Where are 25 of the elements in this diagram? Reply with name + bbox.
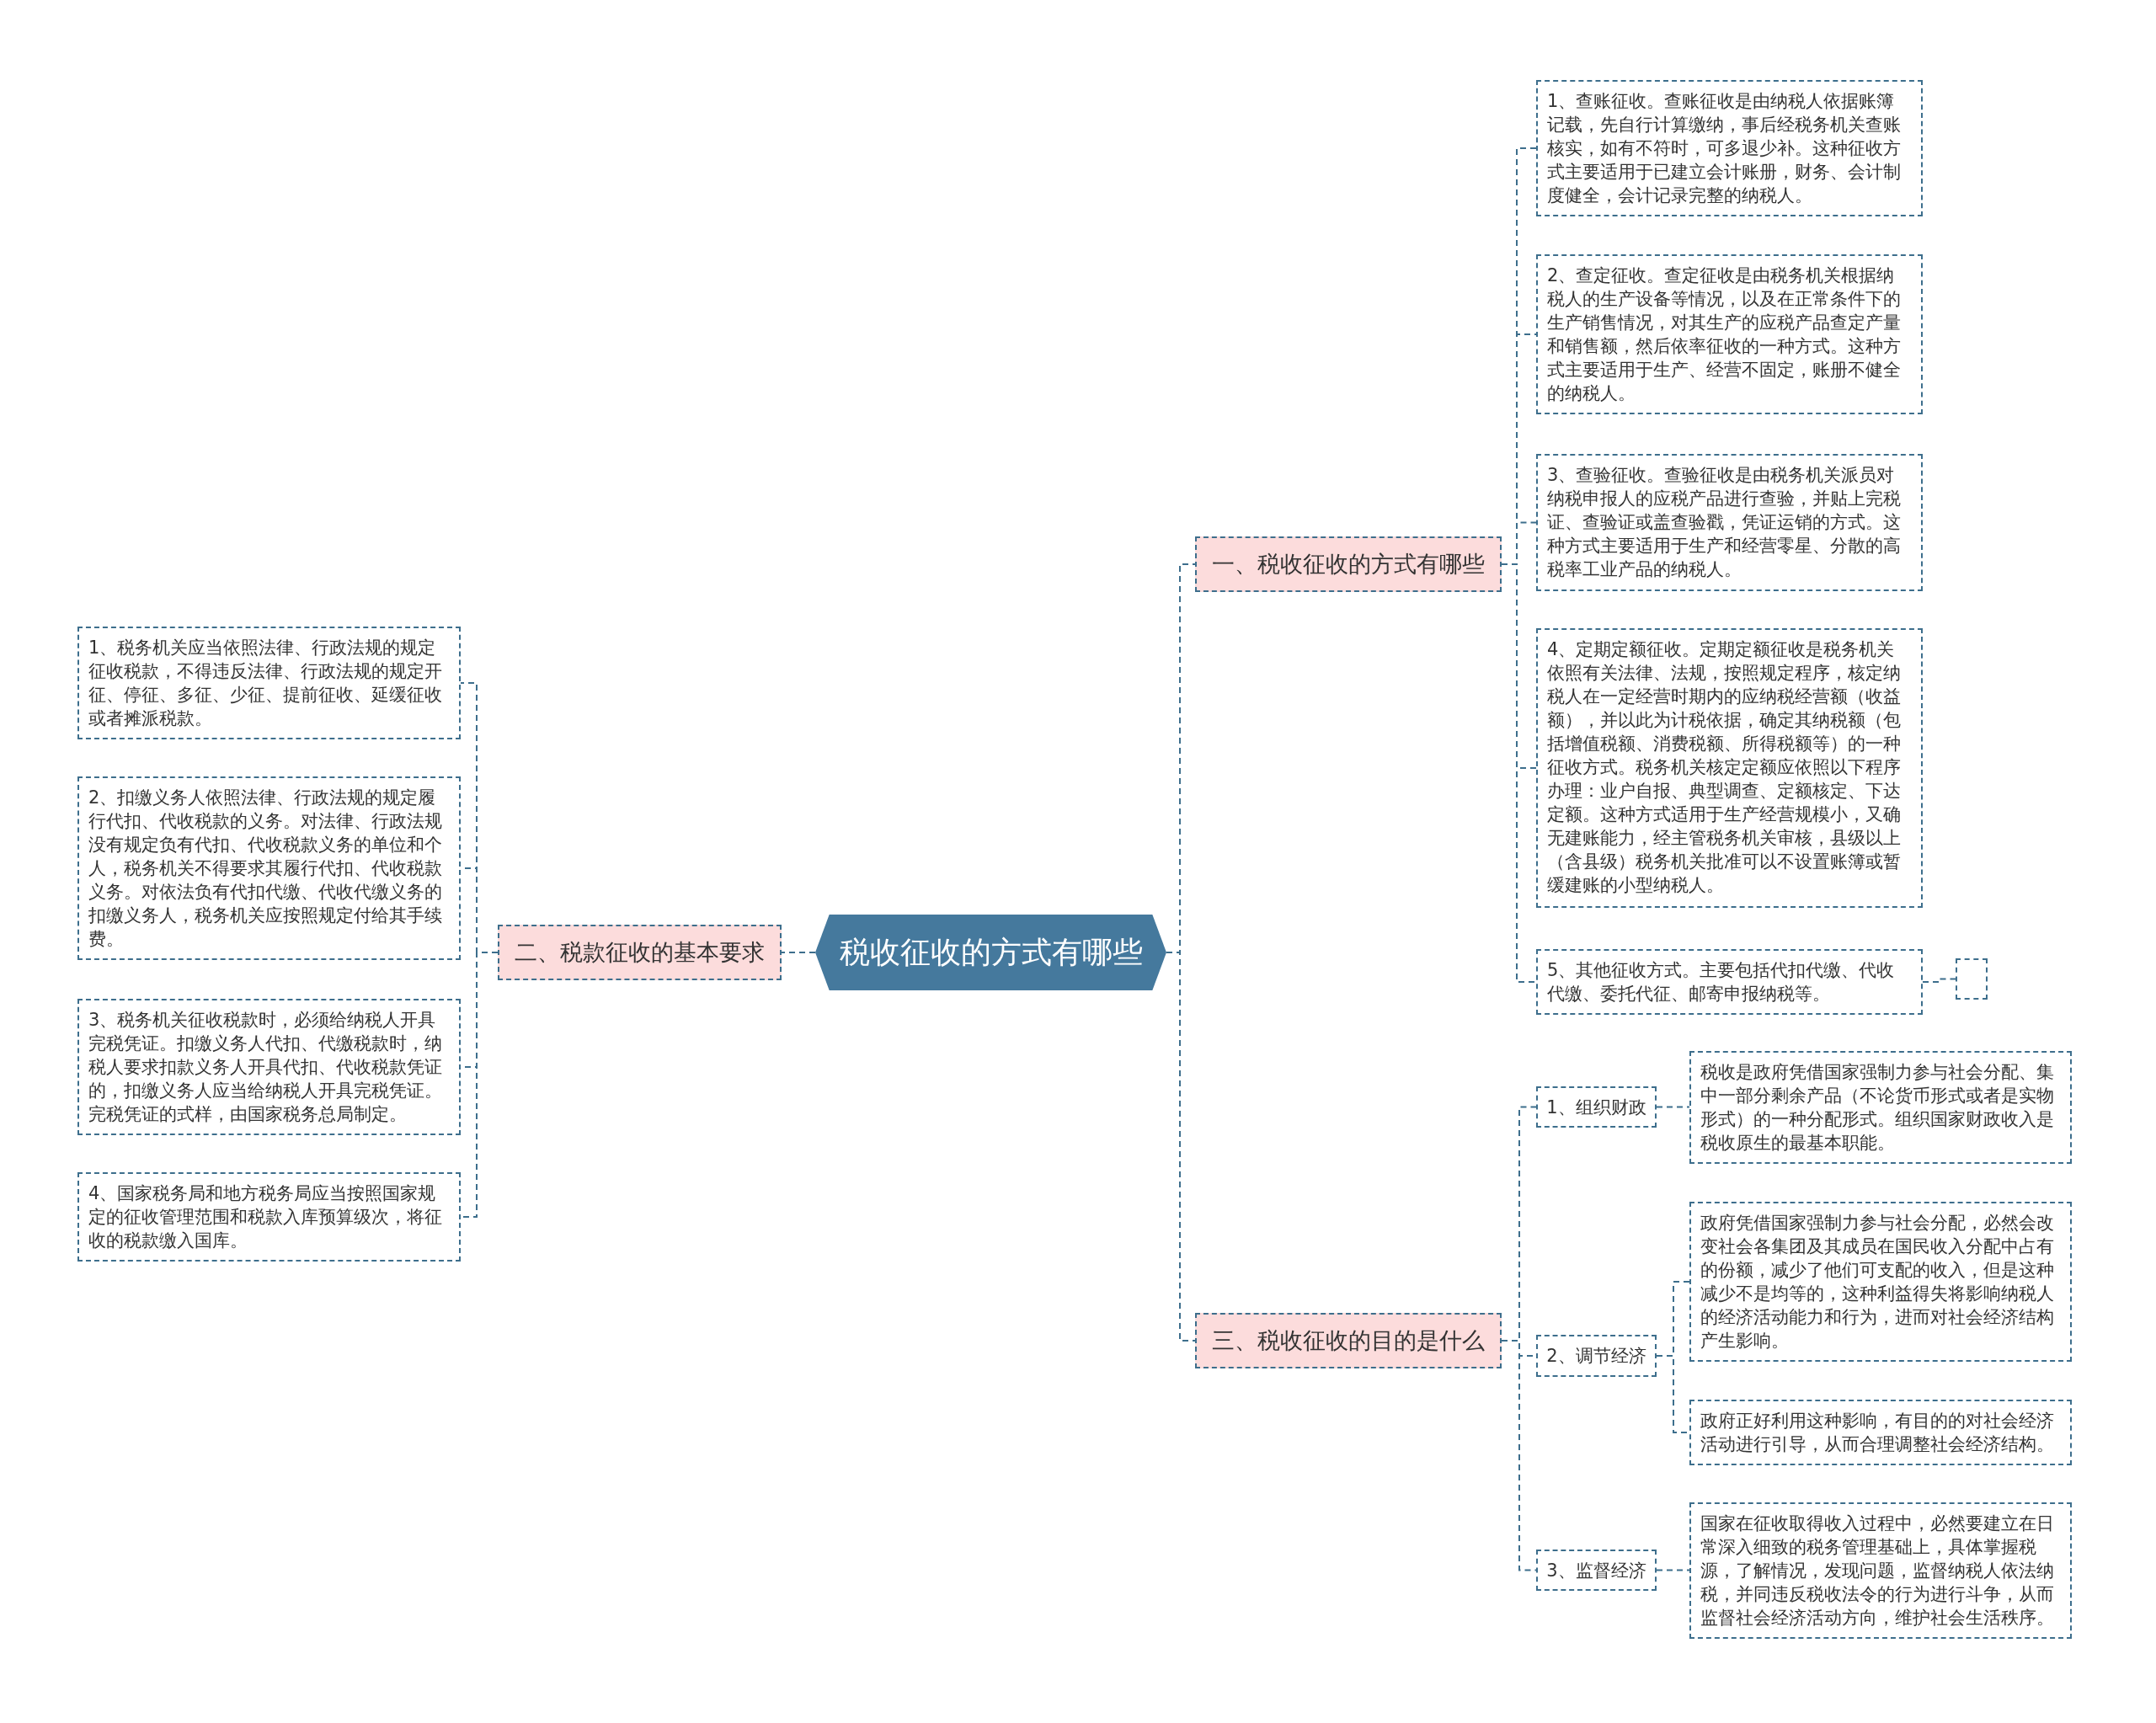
note-box: 5、其他征收方式。主要包括代扣代缴、代收代缴、委托代征、邮寄申报纳税等。 xyxy=(1536,949,1923,1015)
note-box: 1、税务机关应当依照法律、行政法规的规定征收税款，不得违反法律、行政法规的规定开征、停征、多征、少征、提前征收、延缓征收或者摊派税款。 xyxy=(77,627,461,739)
note-box: 国家在征收取得收入过程中，必然要建立在日常深入细致的税务管理基础上，具体掌握税源，了解情况，发现问题，监督纳税人依法纳税，并同违反税收法令的行为进行斗争，从而监督社会经济活动方向，维护社会生活秩序。 xyxy=(1689,1502,2072,1639)
note-box: 4、定期定额征收。定期定额征收是税务机关依照有关法律、法规，按照规定程序，核定纳税人在一定经营时期内的应纳税经营额（收益额），并以此为计税依据，确定其纳税额（包括增值税额、消费税额、所得税额等）的一种征收方式。税务机关核定定额应依照以下程序办理：业户自报、典型调查、定额核定、下达定额。这种方式适用于生产经营规模小，又确无建账能力，经主管税务机关审核，县级以上（含县级）税务机关批准可以不设置账簿或暂缓建账的小型纳税人。 xyxy=(1536,628,1923,908)
connector xyxy=(781,952,816,953)
subtopic-box: 3、监督经济 xyxy=(1536,1550,1657,1591)
empty-box xyxy=(1956,958,1988,1000)
branch-box: 一、税收征收的方式有哪些 xyxy=(1195,536,1502,592)
subtopic-box: 1、组织财政 xyxy=(1536,1086,1657,1128)
note-box: 2、查定征收。查定征收是由税务机关根据纳税人的生产设备等情况，以及在正常条件下的生产销售情况，对其生产的应税产品查定产量和销售额，然后依率征收的一种方式。这种方式主要适用于生产、经营不固定，账册不健全的纳税人。 xyxy=(1536,254,1923,414)
note-box: 4、国家税务局和地方税务局应当按照国家规定的征收管理范围和税款入库预算级次，将征收的税款缴入国库。 xyxy=(77,1172,461,1262)
note-box: 3、查验征收。查验征收是由税务机关派员对纳税申报人的应税产品进行查验，并贴上完税证、查验证或盖查验戳，凭证运销的方式。这种方式主要适用于生产和经营零星、分散的高税率工业产品的纳税人。 xyxy=(1536,454,1923,591)
connector xyxy=(1501,1340,1537,1571)
note-box: 政府凭借国家强制力参与社会分配，必然会改变社会各集团及其成员在国民收入分配中占有的份额，减少了他们可支配的收入，但是这种减少不是均等的，这种利益得失将影响纳税人的经济活动能力和行为，进而对社会经济结构产生影响。 xyxy=(1689,1202,2072,1362)
subtopic-box: 2、调节经济 xyxy=(1536,1335,1657,1377)
note-box: 3、税务机关征收税款时，必须给纳税人开具完税凭证。扣缴义务人代扣、代缴税款时，纳税人要求扣款义务人开具代扣、代收税款凭证的，扣缴义务人应当给纳税人开具完税凭证。完税凭证的式样，由国家税务总局制定。 xyxy=(77,999,461,1135)
note-box: 税收是政府凭借国家强制力参与社会分配、集中一部分剩余产品（不论货币形式或者是实物形式）的一种分配形式。组织国家财政收入是税收原生的最基本职能。 xyxy=(1689,1051,2072,1164)
connector xyxy=(1922,978,1956,983)
note-box: 政府正好利用这种影响，有目的的对社会经济活动进行引导，从而合理调整社会经济结构。 xyxy=(1689,1400,2072,1465)
note-box: 1、查账征收。查账征收是由纳税人依据账簿记载，先自行计算缴纳，事后经税务机关查账核实，如有不符时，可多退少补。这种征收方式主要适用于已建立会计账册，财务、会计制度健全，会计记录完整的纳税人。 xyxy=(1536,80,1923,216)
branch-box: 三、税收征收的目的是什么 xyxy=(1195,1313,1502,1368)
connector xyxy=(1656,1569,1690,1571)
connector xyxy=(1656,1106,1690,1108)
branch-box: 二、税款征收的基本要求 xyxy=(498,925,782,980)
note-box: 2、扣缴义务人依照法律、行政法规的规定履行代扣、代收税款的义务。对法律、行政法规没有规定负有代扣、代收税款义务的单位和个人，税务机关不得要求其履行代扣、代收税款义务。对依法负有代扣代缴、代收代缴义务的扣缴义务人，税务机关应按照规定付给其手续费。 xyxy=(77,776,461,960)
